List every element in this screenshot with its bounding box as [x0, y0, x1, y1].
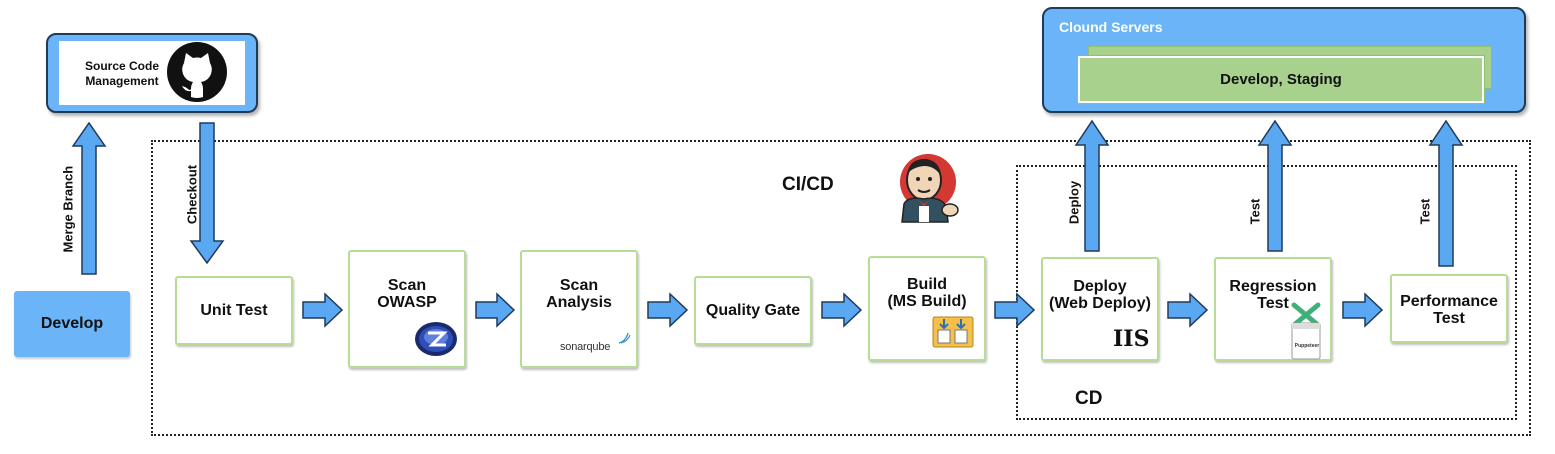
cd-container: [1016, 165, 1517, 420]
cd-title: CD: [1075, 388, 1103, 409]
arrow-owasp-to-analysis: [475, 292, 516, 328]
develop-label: Develop: [40, 315, 104, 332]
owasp-zap-icon: [415, 322, 457, 356]
stage-quality-gate: Quality Gate: [694, 276, 812, 345]
stage-build: Build (MS Build): [868, 256, 986, 361]
sonar-waves-icon: [618, 332, 631, 344]
regression-line1: Regression: [1229, 278, 1317, 295]
deploy-line2: (Web Deploy): [1049, 295, 1151, 312]
github-octocat-icon: [167, 42, 227, 102]
arrow-build-to-deploy: [994, 292, 1036, 328]
build-line1: Build: [907, 276, 947, 293]
scan-owasp-line2: OWASP: [377, 294, 437, 311]
merge-branch-label: Merge Branch: [60, 165, 76, 253]
stage-scan-analysis: Scan Analysis sonarqube: [520, 250, 638, 368]
arrow-analysis-to-gate: [647, 292, 689, 328]
msbuild-icon: [932, 316, 974, 348]
server-front-card: Develop, Staging: [1078, 56, 1484, 103]
scan-owasp-line1: Scan: [387, 277, 427, 294]
source-code-management: Source Code Management: [46, 33, 258, 113]
stage-scan-owasp: Scan OWASP: [348, 250, 466, 368]
arrow-regression-to-performance: [1342, 292, 1384, 328]
quality-gate-label: Quality Gate: [705, 302, 801, 319]
sonarqube-logo: sonarqube: [560, 341, 611, 353]
cloud-env-label: Develop, Staging: [1220, 71, 1342, 88]
checkout-label: Checkout: [184, 164, 200, 225]
puppeteer-icon: [1291, 302, 1321, 360]
scan-analysis-line1: Scan: [559, 277, 599, 294]
stage-unit-test: Unit Test: [175, 276, 293, 345]
arrow-deploy-up: [1074, 119, 1110, 252]
performance-line2: Test: [1433, 310, 1465, 327]
develop-box: Develop: [14, 291, 130, 357]
source-line2: Management: [85, 74, 159, 88]
deploy-line1: Deploy: [1073, 278, 1127, 295]
arrow-unit-to-owasp: [302, 292, 344, 328]
cloud-title: Clound Servers: [1059, 19, 1163, 35]
arrow-gate-to-build: [821, 292, 863, 328]
deploy-label: Deploy: [1066, 180, 1082, 225]
arrow-merge-branch: [71, 121, 107, 275]
puppeteer-label: Puppeteer: [1294, 343, 1320, 349]
iis-logo: IIS: [1113, 326, 1150, 352]
performance-line1: Performance: [1400, 293, 1498, 310]
build-line2: (MS Build): [887, 293, 967, 310]
source-code-label: Source Code Management: [70, 59, 174, 89]
cicd-container: [151, 140, 1531, 436]
jenkins-butler-icon: [900, 154, 959, 223]
cloud-servers: Clound Servers Develop, Staging: [1042, 7, 1526, 113]
performance-test-label: Test: [1417, 198, 1433, 225]
arrow-regression-up: [1257, 119, 1293, 252]
regression-line2: Test: [1257, 295, 1289, 312]
unit-test-label: Unit Test: [200, 302, 268, 319]
arrow-performance-up: [1428, 119, 1464, 267]
stage-regression-test: Regression Test Puppeteer: [1214, 257, 1332, 361]
stage-performance-test: Performance Test: [1390, 274, 1508, 343]
arrow-checkout: [189, 122, 225, 265]
stage-deploy: Deploy (Web Deploy) IIS: [1041, 257, 1159, 361]
arrow-deploy-to-regression: [1167, 292, 1209, 328]
scan-analysis-line2: Analysis: [546, 294, 612, 311]
cicd-title: CI/CD: [782, 174, 834, 195]
source-line1: Source Code: [84, 59, 159, 73]
regression-test-label: Test: [1247, 198, 1263, 225]
